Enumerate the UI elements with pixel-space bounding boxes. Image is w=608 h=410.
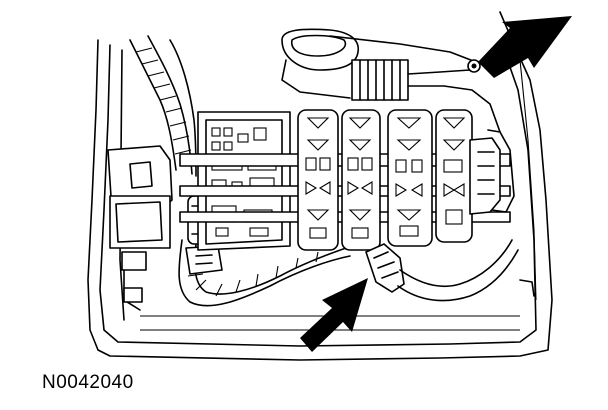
valve-body: [197, 111, 291, 251]
callout-arrow-bottom-icon: [300, 278, 368, 352]
solenoid-block-3: [387, 109, 433, 247]
upper-bellows: [329, 35, 501, 133]
solenoid-block-4: [435, 109, 473, 243]
callout-arrow-top-right-icon: [478, 16, 572, 78]
lower-connector: [365, 239, 519, 302]
right-bracket: [469, 129, 515, 215]
solenoid-block-1: [297, 109, 339, 251]
ground-fastener: [467, 59, 481, 73]
upper-connector: [281, 28, 359, 99]
figure-reference-code: N0042040: [42, 372, 134, 393]
solenoid-block-2: [341, 109, 381, 251]
